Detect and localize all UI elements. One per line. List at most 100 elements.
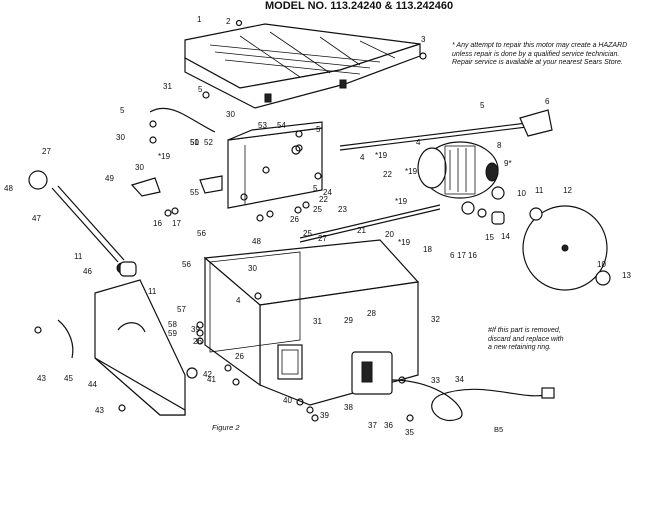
callout-43a: 43: [37, 374, 46, 383]
callout-26c: 26: [235, 352, 244, 361]
callout-41: 41: [207, 375, 216, 384]
callout-38: 38: [344, 403, 353, 412]
callout-30b: 30: [226, 110, 235, 119]
rod-bracket: [519, 109, 553, 137]
callout-9: 9*: [504, 159, 512, 168]
switch-box: [351, 351, 555, 421]
callout-21: 21: [357, 226, 366, 235]
motor-warning-note: * Any attempt to repair this motor may c…: [452, 42, 627, 68]
callout-33: 33: [431, 376, 440, 385]
model-header: MODEL NO. 113.24240 & 113.242460: [265, 0, 454, 12]
callout-27b: 27: [318, 234, 327, 243]
callout-2: 2: [226, 17, 231, 26]
callout-52: 52: [204, 138, 213, 147]
figure-caption: Figure 2: [212, 423, 240, 432]
callout-6b: 6: [450, 251, 455, 260]
callout-40: 40: [283, 396, 292, 405]
motor-mount-bracket: [227, 121, 323, 209]
callout-54: 54: [277, 121, 286, 130]
lock-handle-rod: [149, 107, 216, 133]
callout-48a: 48: [4, 184, 13, 193]
callout-58: 58: [168, 320, 177, 329]
callout-10a: 10: [517, 189, 526, 198]
callout-1: 1: [197, 15, 202, 24]
callout-24: 24: [323, 188, 332, 197]
callout-39a: 39: [191, 325, 200, 334]
callout-27a: 27: [42, 147, 51, 156]
callout-26a: 26: [290, 215, 299, 224]
callout-labels: 1 2 3 4 4 4 5 5 5 5 5 6 6 8 9* 10 10 11 …: [4, 15, 631, 437]
callout-23: 23: [338, 205, 347, 214]
callout-4c: 4: [236, 296, 241, 305]
retaining-ring-line-1: #If this part is removed,: [488, 327, 561, 334]
callout-30c: 30: [116, 133, 125, 142]
retaining-ring-line-3: a new retaining ring.: [488, 344, 552, 351]
callout-4b: 4: [416, 138, 421, 147]
callout-3: 3: [421, 35, 426, 44]
callout-50: 50: [190, 138, 199, 147]
callout-15: 15: [485, 233, 494, 242]
motor-warning-line-2: unless repair is done by a qualified ser…: [452, 50, 620, 58]
callout-53: 53: [258, 121, 267, 130]
elevation-screw: [299, 204, 441, 243]
callout-30a: 30: [135, 163, 144, 172]
callout-11b: 11: [74, 252, 83, 261]
callout-31a: 31: [163, 82, 172, 91]
callout-11c: 11: [148, 287, 157, 296]
callout-4a: 4: [360, 153, 365, 162]
callout-36: 36: [384, 421, 393, 430]
lock-bracket: [130, 177, 161, 197]
callout-12: 12: [563, 186, 572, 195]
callout-30d: 30: [248, 264, 257, 273]
callout-10b: 10: [597, 260, 606, 269]
callout-57: 57: [177, 305, 186, 314]
callout-17a: 17: [172, 219, 181, 228]
retaining-ring-line-2: discard and replace with: [488, 335, 564, 343]
tilt-knob: [119, 261, 137, 277]
callout-22a: 22: [383, 170, 392, 179]
motor-rod-lower: [339, 125, 536, 151]
callout-34: 34: [455, 375, 464, 384]
callout-59: 59: [168, 329, 177, 338]
callout-14: 14: [501, 232, 510, 241]
callout-56b: 56: [182, 260, 191, 269]
callout-5a: 5: [198, 85, 203, 94]
tilt-rod: [28, 170, 128, 274]
callout-17b: 17: [457, 251, 466, 260]
callout-56a: 56: [197, 229, 206, 238]
callout-5d: 5: [313, 184, 318, 193]
motor-warning-line-1: * Any attempt to repair this motor may c…: [452, 42, 628, 49]
callout-18: 18: [423, 245, 432, 254]
fasteners: [34, 19, 427, 422]
callout-20: 20: [385, 230, 394, 239]
callout-6a: 6: [545, 97, 550, 106]
arbor-assembly: [461, 186, 611, 286]
motor-warning-line-3: Repair service is available at your near…: [452, 59, 623, 66]
callout-19d: *19: [398, 238, 411, 247]
callout-47: 47: [32, 214, 41, 223]
callout-5e: 5: [480, 101, 485, 110]
callout-48b: 48: [252, 237, 261, 246]
callout-35: 35: [405, 428, 414, 437]
callout-39b: 39: [320, 411, 329, 420]
callout-29: 29: [344, 316, 353, 325]
callout-13: 13: [622, 271, 631, 280]
callout-37: 37: [368, 421, 377, 430]
callout-16a: 16: [153, 219, 162, 228]
inner-panel: [209, 251, 301, 353]
motor-rod: [339, 121, 536, 147]
callout-44: 44: [88, 380, 97, 389]
bevel-indicator: [57, 319, 74, 359]
callout-31b: 31: [313, 317, 322, 326]
callout-16b: 16: [468, 251, 477, 260]
callout-26b: 26: [193, 337, 202, 346]
retaining-ring-note: #If this part is removed, discard and re…: [488, 327, 564, 353]
figure-code: B5: [494, 425, 504, 434]
callout-46: 46: [83, 267, 92, 276]
callout-32: 32: [431, 315, 440, 324]
callout-8: 8: [497, 141, 502, 150]
callout-19e: *19: [405, 167, 418, 176]
table-top: [184, 23, 421, 109]
callout-25b: 25: [303, 229, 312, 238]
